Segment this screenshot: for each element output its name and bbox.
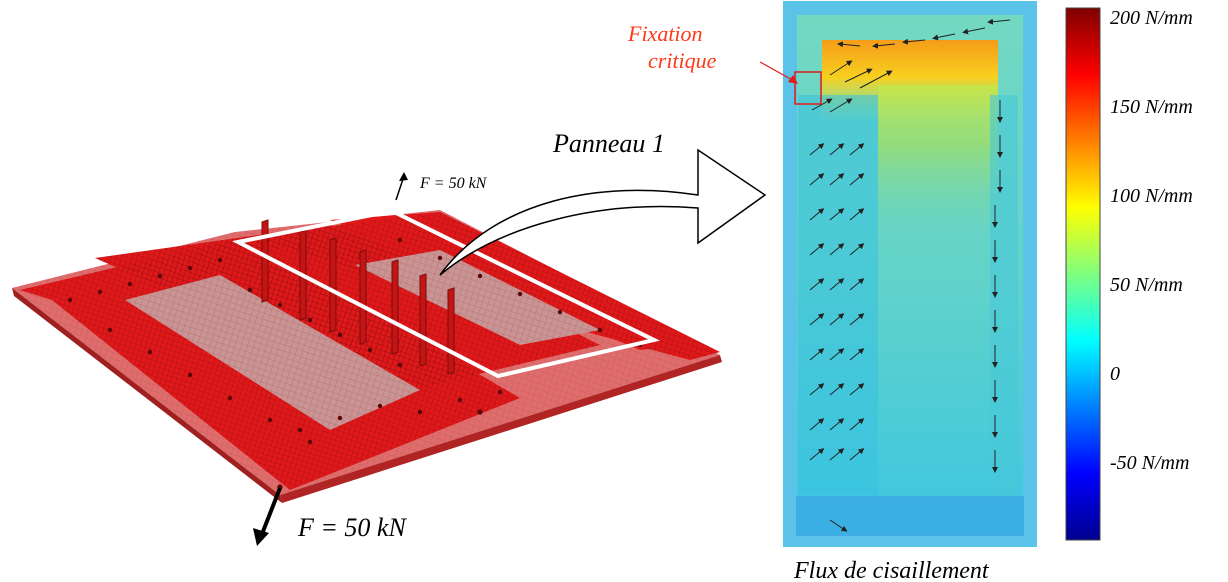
colorbar-tick-0: 0 — [1110, 363, 1120, 385]
critical-fixation-marker — [794, 71, 822, 105]
colorbar-tick-150: 150 N/mm — [1110, 96, 1193, 118]
structure-mesh — [12, 208, 722, 503]
colorbar-tick-neg50: -50 N/mm — [1110, 452, 1189, 474]
force-arrow-bottom — [253, 487, 282, 546]
colorbar-tick-200: 200 N/mm — [1110, 7, 1193, 29]
map-caption: Flux de cisaillement — [793, 558, 990, 582]
colorbar: 200 N/mm 150 N/mm 100 N/mm 50 N/mm 0 -50… — [1065, 7, 1193, 541]
panel-label: Panneau 1 — [552, 129, 665, 158]
critical-label-line2: critique — [648, 48, 717, 73]
zoom-arrow — [439, 148, 767, 276]
force-bottom-label: F = 50 kN — [297, 513, 407, 542]
force-top-label: F = 50 kN — [419, 175, 488, 192]
panel-highlight-frame — [232, 208, 660, 379]
colorbar-tick-100: 100 N/mm — [1110, 185, 1193, 207]
critical-leader-line — [759, 61, 797, 83]
shear-flow-arrows — [809, 18, 1011, 532]
shear-flow-map — [783, 1, 1037, 547]
colorbar-tick-50: 50 N/mm — [1110, 274, 1183, 296]
force-arrow-top — [395, 172, 408, 201]
critical-label-line1: Fixation — [627, 21, 703, 46]
